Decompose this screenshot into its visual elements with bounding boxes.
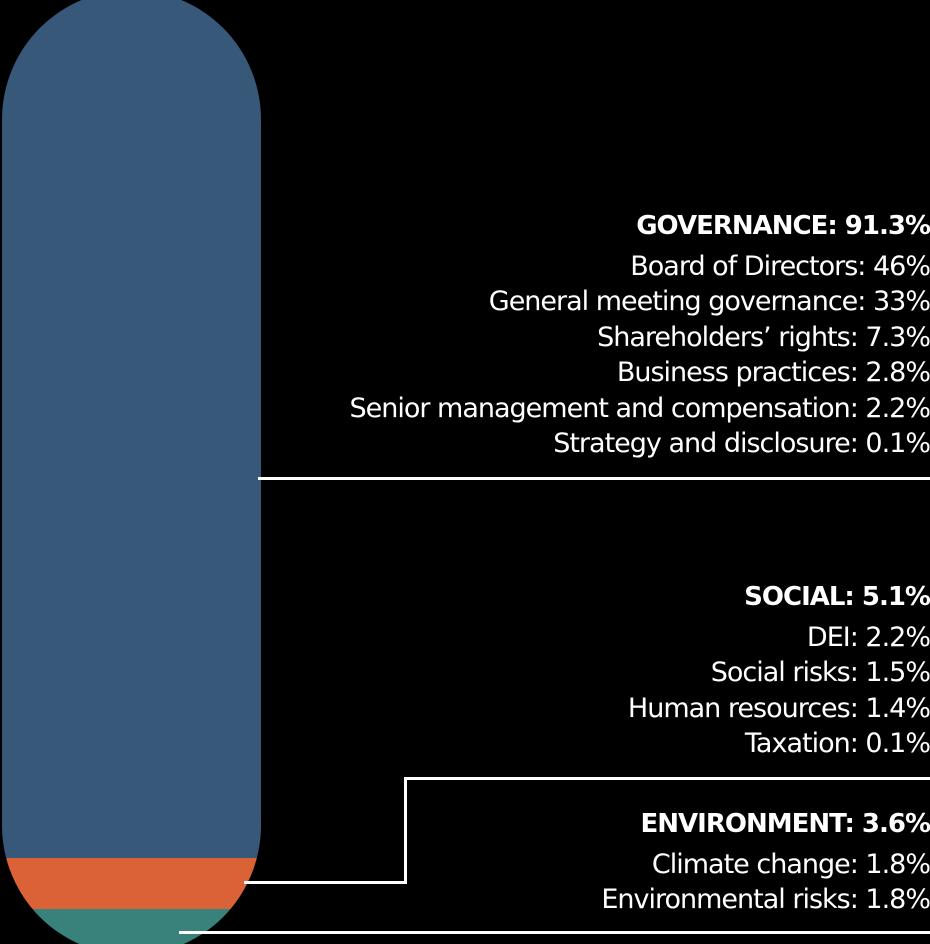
social-connector-line-vertical [404,777,407,884]
social-item-human-resources: Human resources: 1.4% [627,692,930,724]
esg-pill-bar [2,0,261,944]
governance-header: GOVERNANCE: 91.3% [636,211,930,241]
social-label-block: SOCIAL: 5.1% DEI: 2.2% Social risks: 1.5… [628,580,930,762]
social-item-social-risks: Social risks: 1.5% [710,657,930,688]
environment-connector-line [179,931,930,934]
social-connector-line-lower [244,881,407,884]
social-segment [2,858,261,909]
environment-label-block: ENVIRONMENT: 3.6% Climate change: 1.8% E… [601,807,930,918]
environment-segment [2,909,261,944]
social-connector-line-upper [404,777,930,780]
social-header: SOCIAL: 5.1% [744,582,930,612]
governance-segment [2,0,261,858]
environment-item-environmental-risks: Environmental risks: 1.8% [601,884,930,915]
governance-connector-line [258,477,930,480]
governance-label-block: GOVERNANCE: 91.3% Board of Directors: 46… [349,209,930,462]
governance-item-business-practices: Business practices: 2.8% [616,357,930,388]
social-item-dei: DEI: 2.2% [806,621,930,653]
governance-item-shareholders-rights: Shareholders’ rights: 7.3% [597,321,930,353]
governance-item-board-of-directors: Board of Directors: 46% [630,250,930,282]
governance-item-general-meeting-governance: General meeting governance: 33% [488,286,930,317]
environment-item-climate-change: Climate change: 1.8% [651,848,930,880]
governance-item-strategy-and-disclosure: Strategy and disclosure: 0.1% [553,428,930,459]
governance-item-senior-management-and-compensation: Senior management and compensation: 2.2% [349,392,930,424]
environment-header: ENVIRONMENT: 3.6% [640,809,930,839]
social-item-taxation: Taxation: 0.1% [744,728,930,759]
